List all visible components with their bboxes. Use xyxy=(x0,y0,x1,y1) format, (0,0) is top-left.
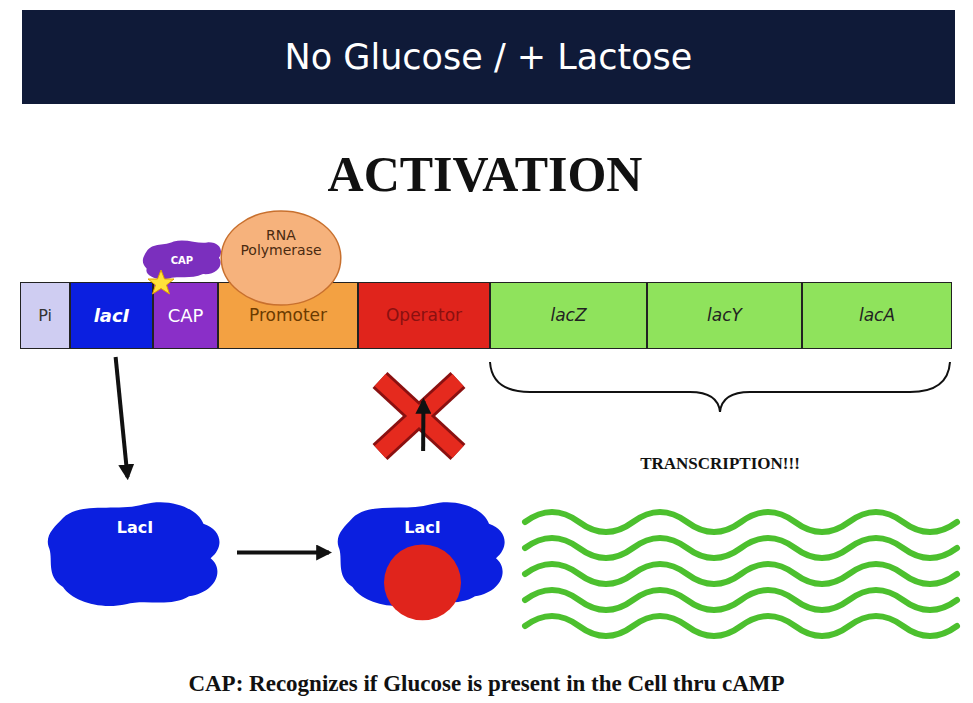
polymerase-ellipse xyxy=(221,211,341,305)
title-text: No Glucose / + Lactose xyxy=(22,10,955,104)
mrna-strand xyxy=(525,590,957,610)
cross-stroke xyxy=(380,380,458,452)
node-text: Pi xyxy=(38,307,52,325)
block-cross xyxy=(380,380,458,452)
node-text: lacY xyxy=(707,306,742,325)
arrow-connector xyxy=(421,401,425,451)
node-outline xyxy=(335,495,510,610)
state-heading: ACTIVATION xyxy=(230,142,740,206)
operator-segment: Operator xyxy=(358,282,490,349)
node-text: RNA Polymerase xyxy=(231,228,331,259)
mrna-strand xyxy=(525,512,957,532)
cross-stroke xyxy=(380,380,458,452)
node-text: Promoter xyxy=(249,306,327,325)
gene-segment: CAP xyxy=(153,282,218,349)
mrna-waves xyxy=(525,512,957,636)
laci-repressor: LacI xyxy=(45,495,225,610)
title-banner xyxy=(22,10,955,104)
node-text: lacZ xyxy=(550,306,586,325)
gene-segment: lacY xyxy=(647,282,802,349)
gene-segment: lacZ xyxy=(490,282,647,349)
protein-blob xyxy=(143,240,221,279)
gene-bracket xyxy=(490,362,950,412)
mrna-strand xyxy=(525,564,957,584)
node-text: CAP xyxy=(171,255,193,266)
caption-text: CAP: Recognizes if Glucose is present in… xyxy=(0,666,973,702)
node-text: lacA xyxy=(859,306,895,325)
cap-protein: CAP xyxy=(140,238,224,282)
rna-polymerase: RNA Polymerase xyxy=(220,210,342,306)
protein-blob xyxy=(48,502,220,606)
laci-repressor-bound: LacI xyxy=(335,495,510,610)
node-outline xyxy=(45,495,225,610)
node-text: lacI xyxy=(94,306,130,326)
arrow-connector xyxy=(116,357,128,477)
node-text: Operator xyxy=(386,306,462,325)
lactose-inducer xyxy=(384,544,461,620)
mrna-strand xyxy=(525,538,957,558)
cross-stroke-outline xyxy=(380,380,458,452)
gene-segment: Pi xyxy=(20,282,70,349)
cross-stroke-outline xyxy=(380,380,458,452)
mrna-strand xyxy=(525,616,957,636)
node-text: LacI xyxy=(117,519,153,537)
node-text: LacI xyxy=(404,519,440,537)
gene-segment: lacA xyxy=(802,282,952,349)
gene-segment: lacI xyxy=(70,282,153,349)
transcription-label: TRANSCRIPTION!!! xyxy=(600,450,840,478)
node-text: CAP xyxy=(168,306,204,326)
arrow-connector xyxy=(237,551,329,555)
